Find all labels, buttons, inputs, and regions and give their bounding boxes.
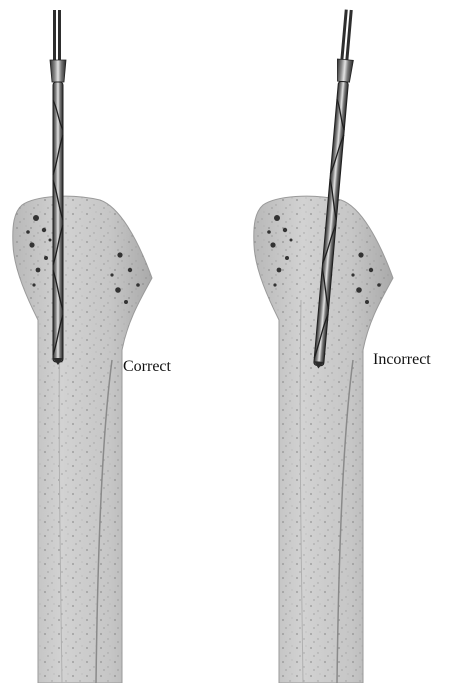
correct-label: Correct [123,358,171,376]
incorrect-label: Incorrect [373,351,431,369]
bone-left [13,196,152,683]
